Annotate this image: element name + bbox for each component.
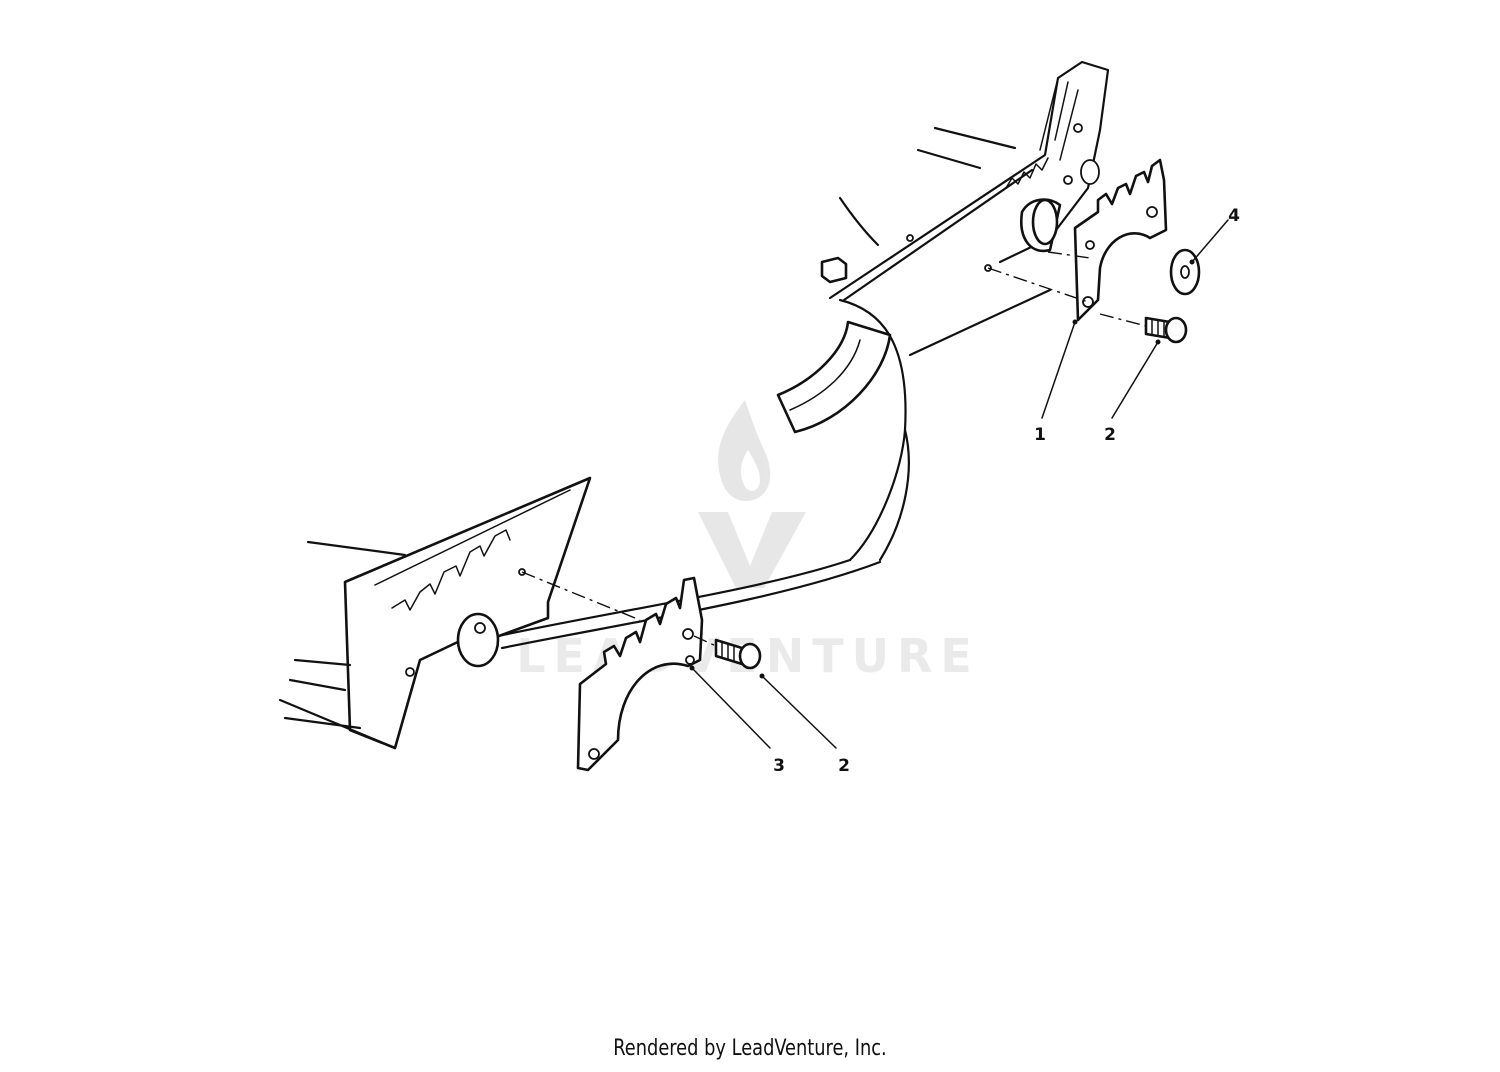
footer-credit: Rendered by LeadVenture, Inc.: [613, 1036, 887, 1061]
step-pedal: [776, 320, 892, 434]
upper-housing: [820, 60, 1110, 562]
part-3-adjuster-plate: [576, 576, 704, 772]
callout-4[interactable]: 4: [1228, 206, 1240, 226]
part-4-washer: [1169, 248, 1201, 296]
callout-3[interactable]: 3: [773, 756, 785, 776]
watermark: LEADVENTURE: [516, 400, 972, 683]
callout-2-lower[interactable]: 2: [838, 756, 850, 776]
callout-2-upper[interactable]: 2: [1104, 425, 1116, 445]
part-2-bolt-lower: [714, 638, 762, 670]
flame-v-logo-icon: [698, 400, 806, 588]
part-1-adjuster-plate: [1073, 158, 1168, 322]
callout-1[interactable]: 1: [1034, 425, 1046, 445]
leader-lines: [689, 219, 1229, 749]
lower-housing: [278, 476, 592, 750]
assembly-lines: [521, 251, 1147, 647]
callouts: 1 2 4 3 2: [773, 206, 1240, 776]
part-2-bolt-upper: [1144, 316, 1188, 344]
